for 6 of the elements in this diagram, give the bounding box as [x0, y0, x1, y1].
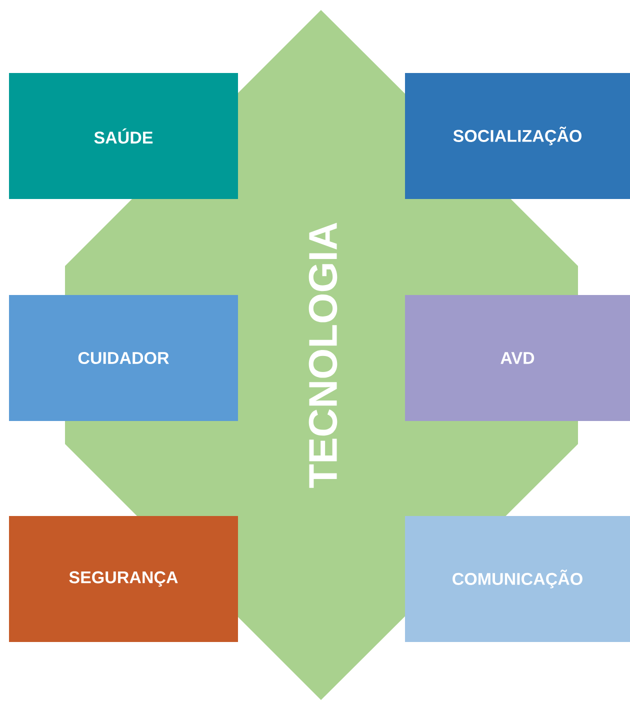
category-box: SOCIALIZAÇÃO	[405, 73, 630, 199]
category-box: SEGURANÇA	[9, 516, 238, 642]
category-box: CUIDADOR	[9, 295, 238, 421]
category-box: SAÚDE	[9, 73, 238, 199]
category-box: AVD	[405, 295, 630, 421]
category-box: COMUNICAÇÃO	[405, 516, 630, 642]
